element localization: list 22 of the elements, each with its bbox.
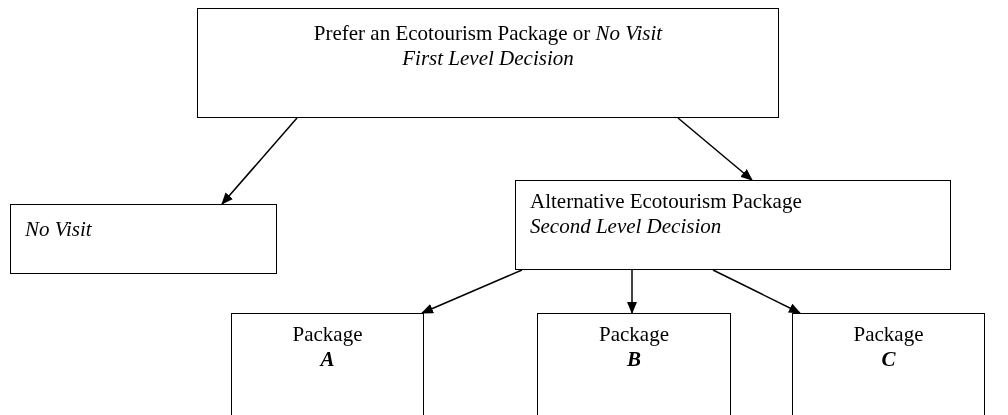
- arrow: [627, 269, 637, 314]
- arrow: [221, 117, 298, 205]
- node-subtitle: Second Level Decision: [530, 214, 723, 239]
- node-subtitle: First Level Decision: [401, 46, 575, 71]
- process-box: [10, 204, 277, 274]
- node-title: Package: [598, 322, 670, 347]
- process-box: [197, 8, 779, 118]
- node-title: Prefer an Ecotourism Package or No Visit: [312, 21, 664, 46]
- node-subtitle: A: [318, 347, 336, 372]
- arrow: [421, 269, 523, 314]
- process-box: [537, 313, 731, 415]
- arrow: [712, 269, 801, 314]
- process-box: [792, 313, 985, 415]
- node-title: Alternative Ecotourism Package: [530, 189, 803, 214]
- process-box: [231, 313, 424, 415]
- node-title: Package: [852, 322, 925, 347]
- node-title: No Visit: [25, 217, 93, 242]
- node-subtitle: B: [626, 347, 642, 372]
- node-subtitle: C: [880, 347, 897, 372]
- node-title: Package: [291, 322, 364, 347]
- arrow: [677, 117, 753, 181]
- process-box: [515, 180, 951, 270]
